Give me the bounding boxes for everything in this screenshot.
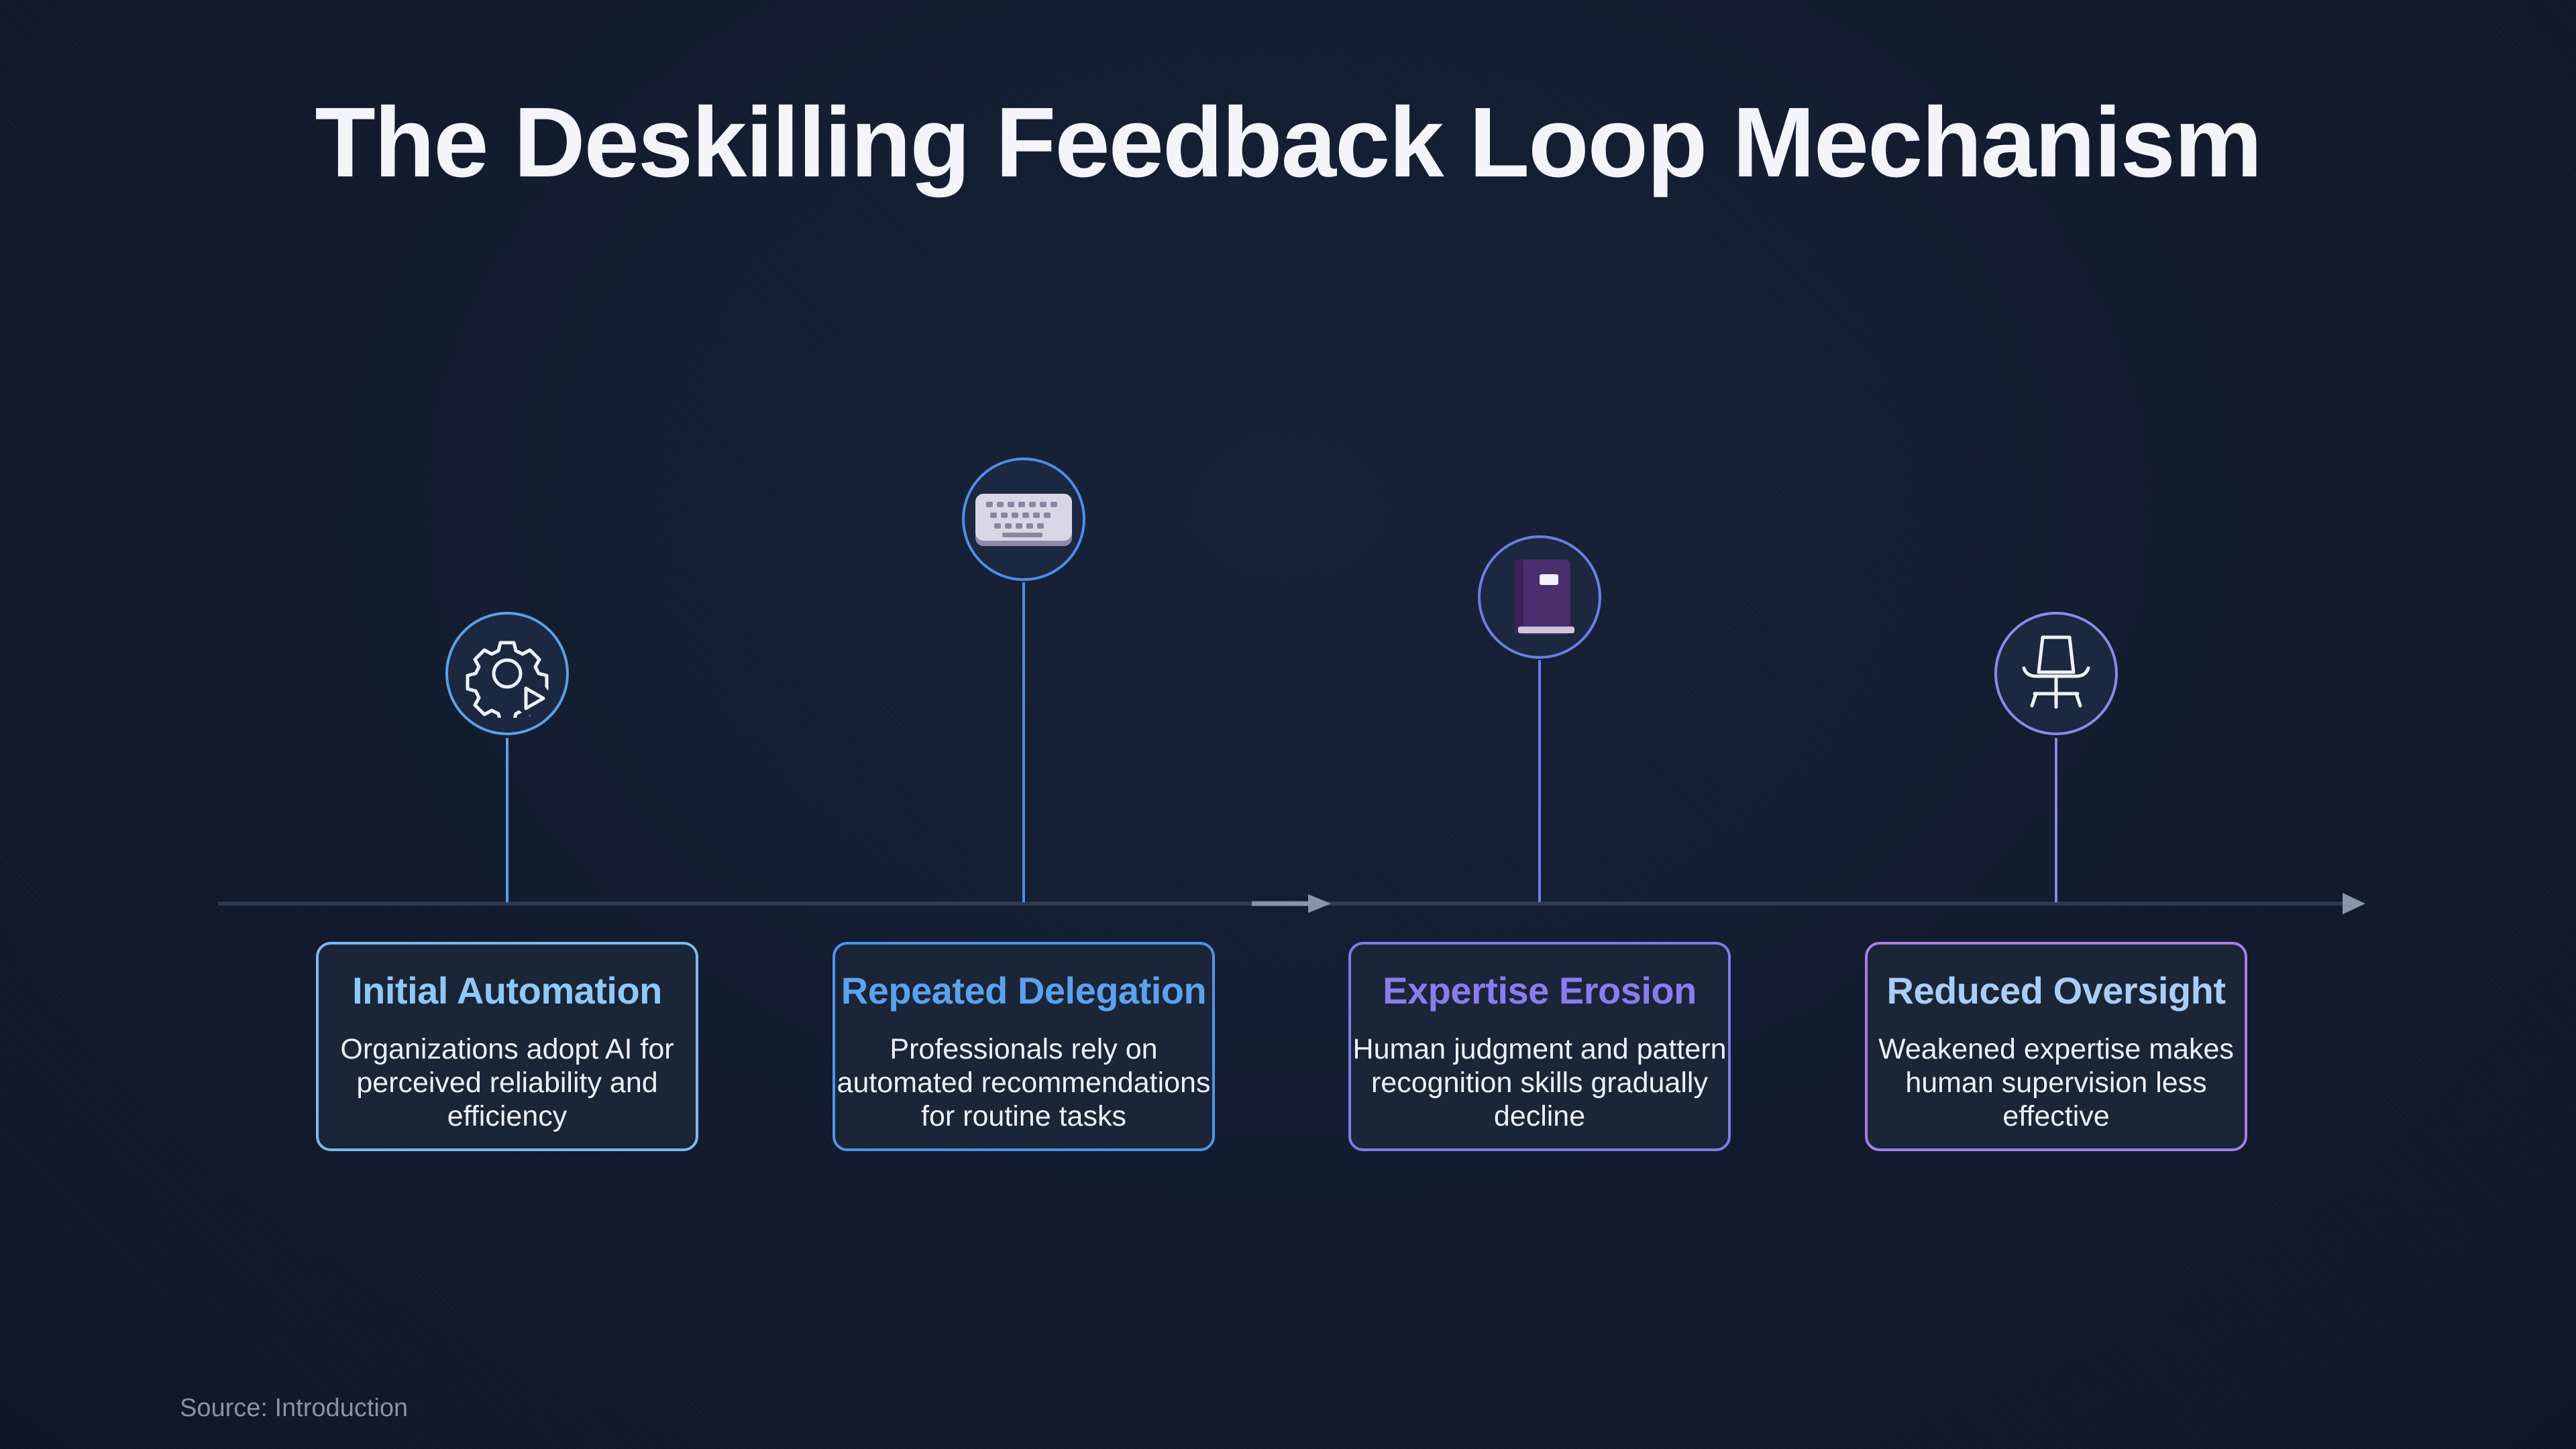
stage-card-4: Reduced Oversight Weakened expertise mak… <box>1865 942 2247 1151</box>
stage-description: Weakened expertise makes human supervisi… <box>1878 1033 2234 1132</box>
stage-description: Human judgment and pattern recognition s… <box>1352 1033 1727 1132</box>
stage-card-2: Repeated Delegation Professionals rely o… <box>833 942 1215 1151</box>
flow-arrow-head <box>1308 894 1331 913</box>
stage-1-icon-circle <box>445 612 569 735</box>
stage-description: Professionals rely on automated recommen… <box>837 1033 1211 1132</box>
timeline-end-arrow <box>2343 893 2365 914</box>
stage-3-icon-circle <box>1478 535 1601 659</box>
stage-title: Reduced Oversight <box>1886 969 2226 1012</box>
stage-description: Organizations adopt AI for perceived rel… <box>340 1033 674 1132</box>
stage-4-icon-circle <box>1994 612 2118 735</box>
book-icon <box>1514 559 1574 635</box>
stage-2-icon-circle <box>962 458 1085 581</box>
stage-card-1: Initial Automation Organizations adopt A… <box>316 942 698 1151</box>
stage-title: Repeated Delegation <box>841 969 1207 1012</box>
stage-card-3: Expertise Erosion Human judgment and pat… <box>1348 942 1731 1151</box>
stage-title: Initial Automation <box>352 969 662 1012</box>
office-chair-icon <box>2022 635 2090 709</box>
keyboard-icon <box>975 494 1072 546</box>
source-note: Source: Introduction <box>180 1394 409 1422</box>
stage-title: Expertise Erosion <box>1383 969 1697 1012</box>
gear-play-icon <box>466 641 549 718</box>
page-title: The Deskilling Feedback Loop Mechanism <box>315 87 2262 198</box>
